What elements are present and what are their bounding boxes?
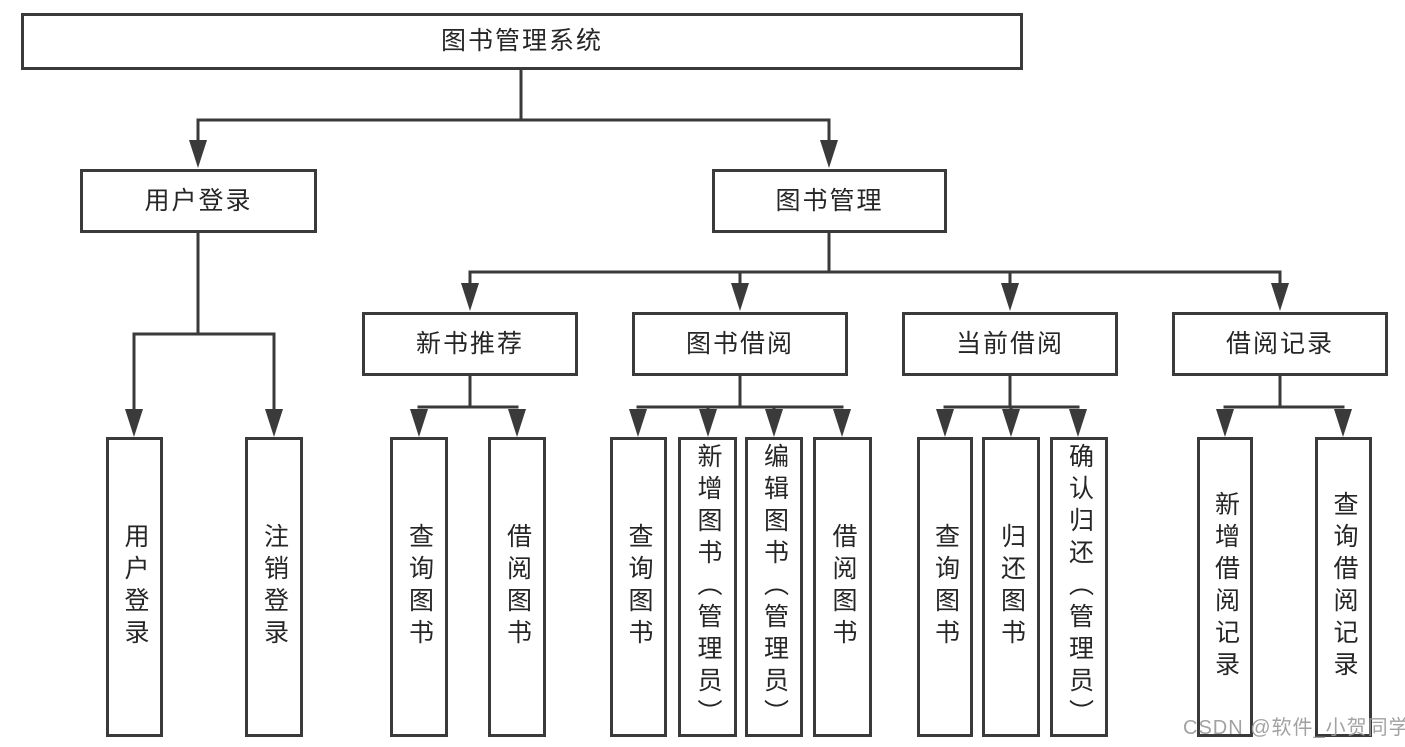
node-label: 查询借阅记录 [1330, 491, 1358, 683]
arrowheads [125, 140, 1352, 437]
leaf-add-borrow-record: 新增借阅记录 [1197, 437, 1253, 737]
leaf-borrow-books: 借阅图书 [813, 437, 872, 737]
node-label: 查询图书 [931, 523, 960, 651]
node-book-management: 图书管理 [712, 169, 947, 233]
node-borrowing-records: 借阅记录 [1172, 312, 1388, 376]
leaf-return-books: 归还图书 [982, 437, 1040, 737]
leaf-add-books-admin: 新增图书（管理员） [678, 437, 737, 737]
node-label: 新增借阅记录 [1211, 491, 1240, 683]
node-label: 查询图书 [625, 523, 653, 651]
node-label: 编辑图书（管理员） [760, 443, 789, 731]
node-book-borrowing: 图书借阅 [632, 312, 848, 376]
node-label: 用户登录 [144, 186, 253, 215]
leaf-edit-books-admin: 编辑图书（管理员） [745, 437, 803, 737]
leaf-query-books-borrow: 查询图书 [610, 437, 667, 737]
leaf-query-books-current: 查询图书 [917, 437, 973, 737]
node-label: 用户登录 [121, 523, 149, 651]
leaf-user-login: 用户登录 [106, 437, 163, 737]
node-user-login: 用户登录 [80, 169, 317, 233]
node-current-borrowing: 当前借阅 [902, 312, 1118, 376]
node-label: 借阅记录 [1225, 329, 1334, 358]
leaf-confirm-return-admin: 确认归还（管理员） [1050, 437, 1108, 737]
node-label: 确认归还（管理员） [1065, 443, 1094, 731]
node-label: 借阅图书 [503, 523, 532, 651]
node-label: 借阅图书 [829, 523, 857, 651]
node-label: 图书管理系统 [440, 27, 603, 55]
node-library-management-system: 图书管理系统 [21, 13, 1023, 70]
node-label: 图书管理 [775, 186, 884, 215]
node-label: 图书借阅 [685, 329, 794, 358]
node-label: 归还图书 [997, 523, 1026, 651]
node-label: 新书推荐 [415, 329, 524, 358]
leaf-borrow-books-recommend: 借阅图书 [488, 437, 546, 737]
leaf-query-books-recommend: 查询图书 [390, 437, 448, 737]
node-label: 注销登录 [260, 523, 289, 651]
csdn-watermark: CSDN @软件_小贺同学 [1183, 717, 1405, 739]
leaf-query-borrow-record: 查询借阅记录 [1315, 437, 1372, 737]
node-label: 新增图书（管理员） [694, 443, 722, 731]
node-new-book-recommendation: 新书推荐 [362, 312, 578, 376]
node-label: 查询图书 [405, 523, 434, 651]
node-label: 当前借阅 [955, 329, 1064, 358]
leaf-logout: 注销登录 [245, 437, 303, 737]
